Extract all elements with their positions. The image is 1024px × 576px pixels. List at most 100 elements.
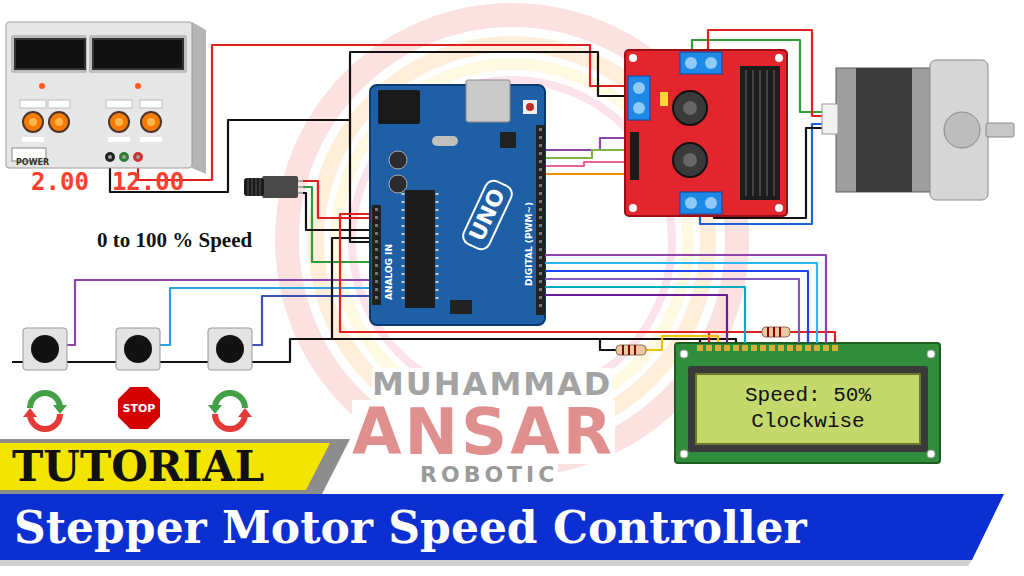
label-anchor: ANALOG IN xyxy=(384,300,440,310)
wire xyxy=(545,138,634,150)
stepper-motor xyxy=(930,60,988,200)
resistor xyxy=(616,345,646,355)
stepper-motor xyxy=(944,112,980,148)
power-supply xyxy=(106,100,132,108)
tutorial-banner: TUTORIAL xyxy=(0,443,330,490)
title-anchor: Stepper Motor Speed Controller xyxy=(14,498,807,558)
motor-driver xyxy=(680,52,722,74)
motor-driver xyxy=(629,54,637,62)
push-button xyxy=(116,328,160,370)
label-anchor: ANSAR xyxy=(352,400,615,464)
potentiometer-label: 0 to 100 % Speed xyxy=(95,228,254,252)
power-supply xyxy=(29,118,37,126)
motor-driver xyxy=(673,143,707,177)
power-supply xyxy=(49,112,69,132)
potentiometer xyxy=(262,176,298,198)
watermark: ROBOTIC xyxy=(420,464,558,486)
motor-driver xyxy=(625,50,787,216)
banner-shape xyxy=(0,443,330,490)
watermark-rings xyxy=(316,44,708,436)
direction-icon xyxy=(53,405,67,414)
motor-driver xyxy=(633,102,645,114)
stepper-motor xyxy=(986,123,1014,137)
wire xyxy=(545,150,634,158)
arduino-board xyxy=(402,193,405,305)
push-button xyxy=(23,328,252,370)
power-supply xyxy=(109,112,129,132)
push-button xyxy=(31,335,59,363)
push-button xyxy=(216,335,244,363)
resistor xyxy=(762,327,790,337)
sign-text: STOP xyxy=(123,403,156,414)
motor-driver xyxy=(740,66,780,200)
arduino-uno: UNO xyxy=(370,85,545,325)
lcd-module xyxy=(680,350,688,358)
signal-wire xyxy=(545,263,817,343)
arduino-board xyxy=(370,80,545,325)
push-button xyxy=(124,335,152,363)
current-display: 2.00 xyxy=(14,38,86,70)
power-supply xyxy=(115,118,123,126)
display-reading: 2.00 xyxy=(31,170,89,194)
motor-driver xyxy=(685,57,697,69)
lcd-module xyxy=(927,450,935,458)
power-supply xyxy=(119,152,129,162)
arduino-board xyxy=(450,300,472,314)
signal-wire xyxy=(545,287,745,343)
power-supply xyxy=(11,35,87,73)
wire xyxy=(300,187,372,262)
arduino-board xyxy=(523,100,537,114)
pin-header-label: DIGITAL (PWM~) xyxy=(524,202,534,286)
arduino-board xyxy=(526,103,534,111)
arduino-board xyxy=(378,90,420,124)
direction-icon xyxy=(208,405,222,414)
banner-ground xyxy=(0,494,1004,560)
motor-driver xyxy=(680,192,722,214)
label-anchor: 0 to 100 % Speed xyxy=(95,228,254,252)
motor-driver xyxy=(775,204,783,212)
arduino-board xyxy=(372,205,381,305)
board-name: UNO xyxy=(459,176,516,253)
motor-driver xyxy=(683,101,697,115)
motor-driver xyxy=(683,153,697,167)
watermark-rings xyxy=(336,64,688,416)
label-anchor: DIGITAL (PWM~) xyxy=(524,286,608,296)
direction-icon xyxy=(238,408,252,417)
power-supply xyxy=(23,112,43,132)
arduino-board xyxy=(536,125,545,315)
watermark: MUHAMMAD xyxy=(372,368,612,400)
arduino-board xyxy=(432,136,458,146)
banner-ground xyxy=(0,439,350,494)
motor-driver xyxy=(625,50,787,216)
motor-driver xyxy=(628,76,650,120)
panel-label: POWER xyxy=(16,158,49,168)
wire xyxy=(545,162,634,166)
motor-driver xyxy=(633,82,645,94)
potentiometer xyxy=(244,176,303,198)
power-supply xyxy=(108,137,130,142)
power-supply xyxy=(140,100,162,108)
arduino-board xyxy=(466,80,510,122)
resistor xyxy=(623,345,635,355)
arduino-board xyxy=(389,151,407,169)
power-supply xyxy=(6,22,192,168)
lcd-screen: Speed: 50%Clockwise xyxy=(695,373,921,445)
signal-wire xyxy=(545,255,826,343)
arduino-board xyxy=(436,193,439,305)
stepper-motor xyxy=(836,68,932,192)
arduino-board xyxy=(539,128,542,312)
watermark: ANSAR xyxy=(352,400,615,464)
power-supply xyxy=(105,152,115,162)
signal-wire xyxy=(545,295,727,343)
power-supply xyxy=(22,137,44,142)
lcd-module: Speed: 50%Clockwise xyxy=(675,343,940,463)
banner-text: TUTORIAL xyxy=(12,446,264,488)
arduino-board xyxy=(370,85,545,325)
stepper-motor xyxy=(822,60,1014,200)
stepper-motor xyxy=(856,68,912,192)
power-supply xyxy=(48,100,70,108)
arduino-board xyxy=(405,190,435,308)
push-button xyxy=(23,328,67,370)
